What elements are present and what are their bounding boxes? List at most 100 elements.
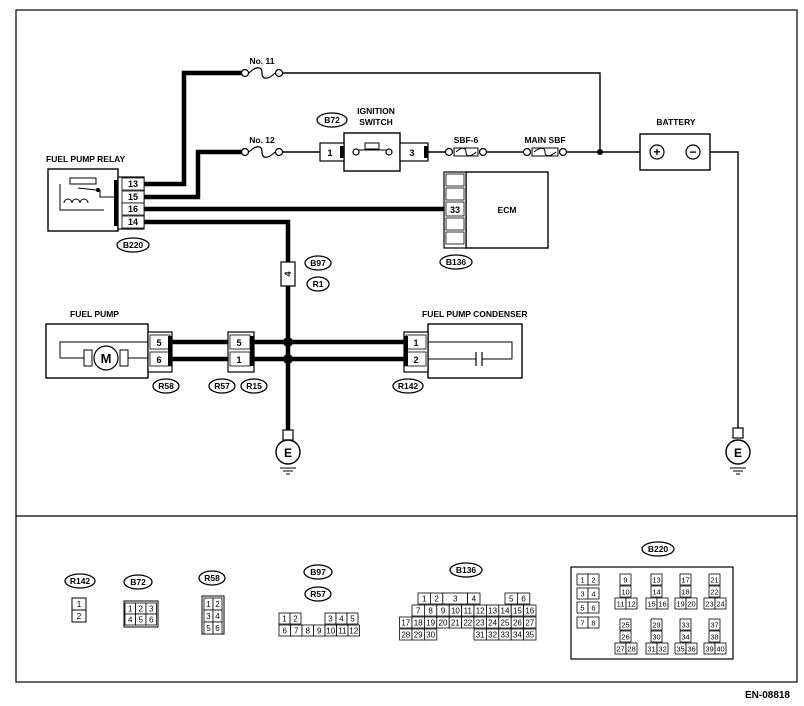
inline-connector: 5 1 R57 R15 <box>208 331 268 394</box>
b220-pin-cell <box>587 573 600 586</box>
b97-pin: 6 <box>283 627 288 636</box>
b72-pin: 3 <box>149 605 154 614</box>
pinout-r142: R142 1 2 <box>64 573 96 623</box>
b136-pin: 18 <box>414 619 423 628</box>
ign-code-badge: B72 <box>324 115 340 125</box>
b136-pin: 4 <box>472 595 477 604</box>
ecm-code-badge: B136 <box>446 257 467 267</box>
wire-relay13-fuse11 <box>117 70 245 187</box>
fuel-pump: FUEL PUMP M 5 6 R58 <box>45 309 180 394</box>
b97-pin: 10 <box>326 627 335 636</box>
b220-pin-cell <box>714 642 727 655</box>
inline-pin-5: 5 <box>236 338 241 348</box>
diagram-id: EN-08818 <box>745 690 790 701</box>
b220-pin-cell <box>650 630 663 643</box>
b220-pin: 22 <box>710 588 718 597</box>
battery-minus: − <box>689 145 696 159</box>
b220-pin-cell <box>708 585 721 598</box>
b136-pin-cell <box>523 604 537 617</box>
b136-pin: 19 <box>426 619 435 628</box>
pump-pin-5: 5 <box>156 338 161 348</box>
r58-pin: 3 <box>206 612 211 621</box>
b72-pin: 4 <box>128 616 133 625</box>
pinout-r57-code: R57 <box>310 589 326 599</box>
fuel-pump-label: FUEL PUMP <box>70 309 119 319</box>
fuel-pump-condenser: FUEL PUMP CONDENSER 1 2 R142 <box>392 309 527 394</box>
fuse-main-sbf: MAIN SBF <box>522 135 568 157</box>
fuse-no12-label: No. 12 <box>249 135 275 145</box>
b136-pin: 10 <box>451 607 460 616</box>
wire-relay14-joint <box>117 219 291 265</box>
r58-pin: 5 <box>206 624 211 633</box>
b97-pin-cell <box>347 624 360 637</box>
b136-pin: 1 <box>422 595 427 604</box>
fuse-sbf6: SBF-6 <box>444 135 488 157</box>
b220-pin: 14 <box>652 588 660 597</box>
fuse-no11: No. 11 <box>240 56 284 79</box>
ground-left-label: E <box>284 446 292 460</box>
b97-pin: 4 <box>339 615 344 624</box>
pinout-r142-code: R142 <box>70 576 91 586</box>
inline-pin-1: 1 <box>236 355 241 365</box>
fuel-pump-relay: FUEL PUMP RELAY 13 15 16 14 B220 <box>46 154 150 253</box>
b220-pin: 21 <box>710 576 718 585</box>
b220-pin-cell <box>685 597 698 610</box>
splice-battery <box>597 149 603 155</box>
b72-pin-cell <box>145 613 157 626</box>
pinout-b97-code: B97 <box>310 567 326 577</box>
ecm-label: ECM <box>498 205 517 215</box>
b220-pin: 12 <box>627 600 635 609</box>
diagram-frame <box>15 9 798 683</box>
b97-pin: 7 <box>294 627 299 636</box>
ign-pin-3: 3 <box>409 148 414 158</box>
r58-pin: 1 <box>206 600 211 609</box>
b136-pin: 5 <box>509 595 514 604</box>
b220-pin: 19 <box>676 600 684 609</box>
ignition-label-2: SWITCH <box>359 117 393 127</box>
b220-pin-cell <box>679 585 692 598</box>
cond-pin-1: 1 <box>413 338 418 348</box>
b136-pin: 7 <box>416 607 421 616</box>
condenser-label: FUEL PUMP CONDENSER <box>422 309 527 319</box>
b97-pin-cell <box>346 612 359 625</box>
b220-pin-cell <box>708 618 721 631</box>
b136-pin: 35 <box>525 631 534 640</box>
b136-pin: 8 <box>428 607 433 616</box>
r142-pin-1: 1 <box>77 599 82 609</box>
pinout-b72-code: B72 <box>130 577 146 587</box>
b136-pin: 31 <box>476 631 485 640</box>
inline-code-r57: R57 <box>214 381 230 391</box>
wire-relay15-fuse12 <box>117 149 245 200</box>
b220-pin-cell <box>587 616 600 629</box>
b220-pin-cell <box>619 585 632 598</box>
ground-right-label: E <box>734 446 742 460</box>
ecm-pin-33: 33 <box>450 205 460 215</box>
fuse-no11-label: No. 11 <box>249 56 274 66</box>
b220-pin: 11 <box>617 600 625 609</box>
b97-pin: 12 <box>349 627 358 636</box>
b220-pin: 5 <box>580 604 584 613</box>
inline-code-r15: R15 <box>246 381 262 391</box>
b220-pin-cell <box>625 642 638 655</box>
relay-code-badge: B220 <box>123 240 144 250</box>
b136-pin-cell <box>467 592 481 605</box>
b220-pin-cell <box>679 573 692 586</box>
r58-pin: 4 <box>215 612 220 621</box>
b220-pin: 20 <box>687 600 695 609</box>
b72-pin: 1 <box>128 605 133 614</box>
b136-pin: 23 <box>476 619 485 628</box>
r58-pin: 2 <box>215 600 220 609</box>
wire-fuse11-battery <box>281 72 601 153</box>
b97-pin: 11 <box>338 627 347 636</box>
battery: + − BATTERY <box>639 117 711 171</box>
b220-pin-cell <box>679 630 692 643</box>
b97-pin: 3 <box>328 615 333 624</box>
b136-pin: 20 <box>439 619 448 628</box>
b220-pin: 27 <box>616 645 624 654</box>
b220-pin: 7 <box>580 619 584 628</box>
main-sbf-label: MAIN SBF <box>524 135 565 145</box>
b72-pin: 6 <box>149 616 154 625</box>
pinout-b136-code: B136 <box>456 565 477 575</box>
